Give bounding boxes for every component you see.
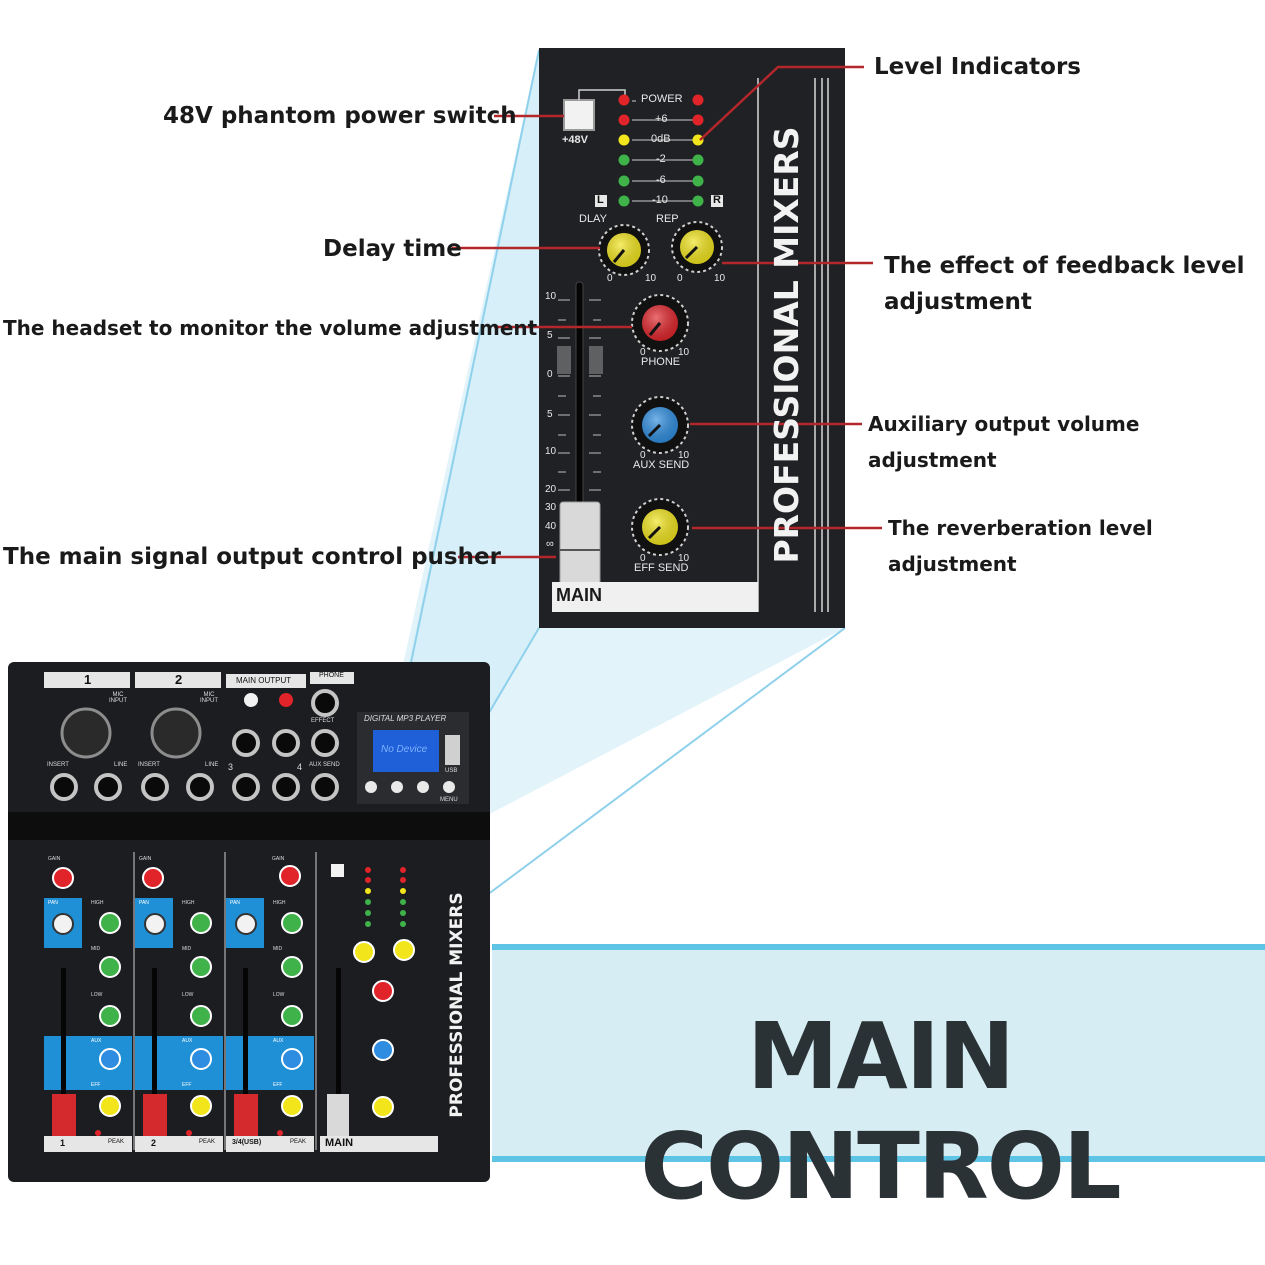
callout-level-indicators: Level Indicators <box>874 54 1081 80</box>
main-label-plate <box>552 582 758 612</box>
callout-aux-output: Auxiliary output volume adjustment <box>868 412 1140 472</box>
callout-delay-time: Delay time <box>323 236 462 262</box>
delay-knob[interactable] <box>598 224 650 276</box>
phantom-power-switch[interactable] <box>563 99 595 131</box>
zoomed-main-panel <box>539 48 845 628</box>
callout-phantom-power: 48V phantom power switch <box>163 103 517 129</box>
callout-lines <box>452 65 882 559</box>
main-fader[interactable] <box>557 281 603 599</box>
callout-reverb-level: The reverberation level adjustment <box>888 516 1153 576</box>
level-meter <box>595 94 723 207</box>
banner-title: MAIN CONTROL <box>640 1003 1121 1220</box>
callout-main-pusher: The main signal output control pusher <box>3 544 501 570</box>
eff-send-knob[interactable] <box>631 498 689 556</box>
callout-headset-volume: The headset to monitor the volume adjust… <box>3 316 538 340</box>
aux-send-knob[interactable] <box>631 396 689 454</box>
callout-feedback-line1: The effect of feedback level <box>884 253 1245 279</box>
banner <box>492 944 1265 1162</box>
callout-feedback-line2: adjustment <box>884 289 1032 315</box>
phone-knob[interactable] <box>631 294 689 352</box>
mixer-device <box>8 662 490 1182</box>
feedback-knob[interactable] <box>671 221 723 273</box>
